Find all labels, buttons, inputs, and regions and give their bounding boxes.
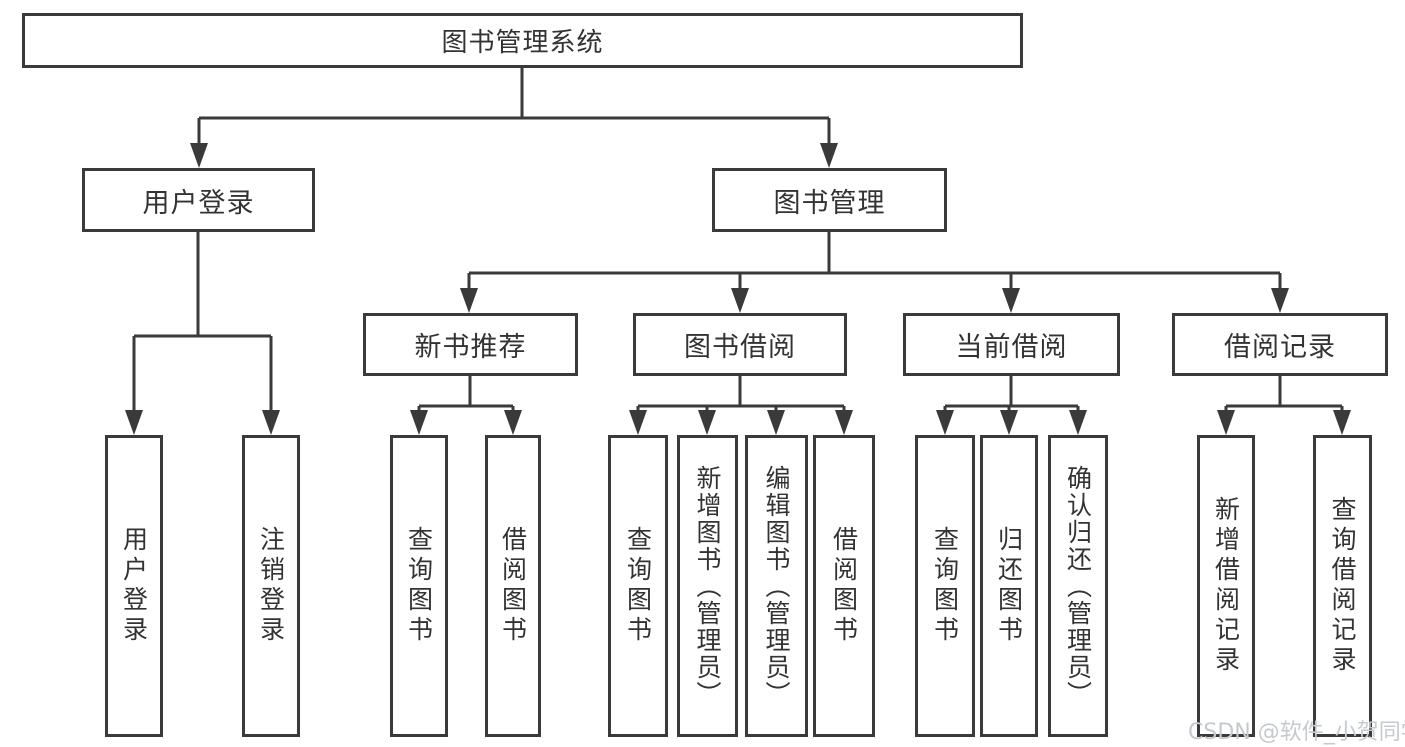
- node-library-system: 图书管理系统: [22, 13, 1023, 68]
- arrowhead-icon: [504, 410, 522, 435]
- arrowhead-icon: [835, 410, 853, 435]
- arrowhead-icon: [1333, 410, 1351, 435]
- node-leaf-return-books: 归还图书: [980, 435, 1038, 737]
- node-book-management: 图书管理: [712, 168, 947, 232]
- node-leaf-query-books-borrow: 查询图书: [608, 435, 668, 737]
- connector-userlogin-to-leaves: [132, 232, 273, 414]
- node-current-borrow: 当前借阅: [903, 313, 1120, 376]
- arrowhead-icon: [460, 288, 478, 313]
- node-leaf-query-books-current: 查询图书: [915, 435, 975, 737]
- node-leaf-add-borrow-record: 新增借阅记录: [1197, 435, 1255, 737]
- node-leaf-logout: 注销登录: [242, 435, 300, 737]
- node-leaf-query-borrow-record: 查询借阅记录: [1313, 435, 1372, 737]
- node-new-book-recommend: 新书推荐: [363, 313, 578, 376]
- node-leaf-query-books-recommend: 查询图书: [390, 435, 448, 737]
- connector-bookborrow-to-leaves: [636, 376, 846, 414]
- connector-root-to-level2: [197, 68, 831, 148]
- node-leaf-confirm-return-admin: 确认归还（管理员）: [1048, 435, 1108, 737]
- connector-newbook-to-leaves: [417, 376, 515, 414]
- node-leaf-user-login: 用户登录: [105, 435, 163, 737]
- node-leaf-edit-books-admin: 编辑图书（管理员）: [745, 435, 808, 737]
- node-leaf-borrow-books: 借阅图书: [813, 435, 875, 737]
- arrowhead-icon: [698, 410, 716, 435]
- connector-currentborrow-to-leaves: [943, 376, 1080, 414]
- node-borrow-records: 借阅记录: [1172, 313, 1388, 376]
- node-user-login-branch: 用户登录: [82, 168, 315, 232]
- connector-bookmgmt-to-level3: [467, 232, 1282, 292]
- node-leaf-add-books-admin: 新增图书（管理员）: [677, 435, 738, 737]
- arrowhead-icon: [820, 143, 838, 168]
- arrowhead-icon: [629, 410, 647, 435]
- arrowhead-icon: [1002, 288, 1020, 313]
- arrowhead-icon: [1000, 410, 1018, 435]
- arrowhead-icon: [125, 410, 143, 435]
- arrowhead-icon: [410, 410, 428, 435]
- arrowhead-icon: [1271, 288, 1289, 313]
- arrowhead-icon: [1069, 410, 1087, 435]
- node-leaf-borrow-books-recommend: 借阅图书: [485, 435, 541, 737]
- node-book-borrow: 图书借阅: [633, 313, 847, 376]
- arrowhead-icon: [1217, 410, 1235, 435]
- connector-records-to-leaves: [1224, 376, 1344, 414]
- arrowhead-icon: [731, 288, 749, 313]
- watermark: CSDN @软件_小贺同学: [1188, 720, 1405, 745]
- arrowhead-icon: [190, 143, 208, 168]
- arrowhead-icon: [767, 410, 785, 435]
- arrowhead-icon: [262, 410, 280, 435]
- arrowhead-icon: [936, 410, 954, 435]
